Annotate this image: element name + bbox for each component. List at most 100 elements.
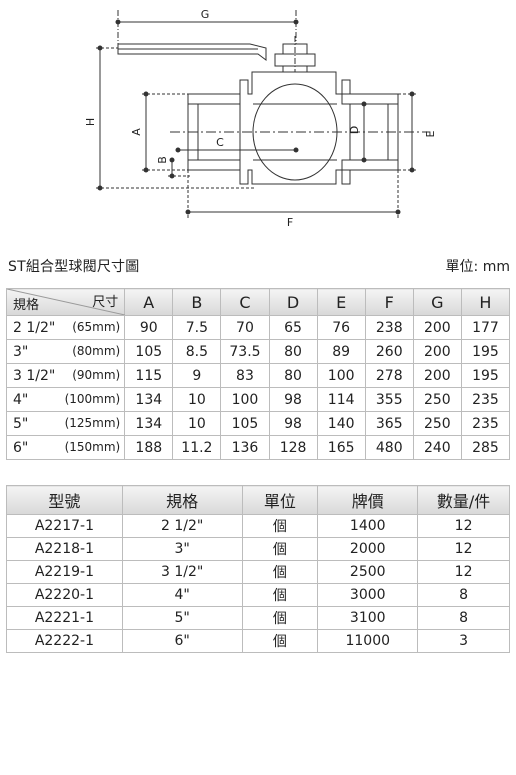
unit-label: 單位: mm <box>445 259 510 275</box>
table-cell: 240 <box>412 435 462 460</box>
unit-cell: 個 <box>241 514 319 538</box>
price-cell: 3100 <box>317 606 419 630</box>
table-cell: 235 <box>460 387 511 412</box>
model-cell: A2221-1 <box>6 606 123 630</box>
dim-label-h: H <box>84 118 97 126</box>
model-price-table: 型號 規格 單位 牌價 數量/件 A2217-1 2 1/2" 個 1400 1… <box>6 485 510 653</box>
spec-cell: 5" <box>121 606 243 630</box>
spec-cell: 3" <box>121 537 243 561</box>
size-inch: 5" <box>13 415 29 432</box>
column-header: 牌價 <box>317 485 419 515</box>
table-cell: 238 <box>364 315 414 340</box>
size-mm: (80mm) <box>72 343 121 358</box>
valve-dimension-diagram: G H A B C D E F <box>84 8 437 229</box>
quantity-cell: 3 <box>417 629 510 653</box>
table-cell: 278 <box>364 363 414 388</box>
table-cell: 235 <box>460 411 511 436</box>
size-cell: 3 1/2" (90mm) <box>5 363 126 388</box>
table-cell: 250 <box>412 387 462 412</box>
table-cell: 260 <box>364 339 414 364</box>
size-cell: 2 1/2"(65mm) <box>5 315 126 340</box>
size-inch: 3" <box>13 343 29 360</box>
table-row: A2217-1 2 1/2" 個 1400 12 <box>6 514 510 538</box>
size-inch: 3 1/2" <box>13 367 56 384</box>
table-row: 5"(125mm) 134 10 105 98 140 365 250 235 <box>5 411 511 436</box>
dimension-table: 尺寸 規格 A B C D E F G H 2 1/2"(65mm) 90 7.… <box>5 288 511 460</box>
dim-label-c: C <box>216 136 224 149</box>
table-cell: 195 <box>460 363 511 388</box>
corner-label-dimension: 尺寸 <box>92 295 119 310</box>
size-mm: (65mm) <box>72 319 121 334</box>
ball-valve-drawing: G H A B C D E F <box>0 0 516 240</box>
quantity-cell: 12 <box>417 514 510 538</box>
spec-cell: 4" <box>121 583 243 607</box>
model-cell: A2220-1 <box>6 583 123 607</box>
table-cell: 365 <box>364 411 414 436</box>
size-mm: (125mm) <box>64 415 121 430</box>
size-cell: 4"(100mm) <box>5 387 126 412</box>
table-cell: 136 <box>220 435 270 460</box>
spec-cell: 6" <box>121 629 243 653</box>
table-cell: 100 <box>316 363 366 388</box>
table-row: A2219-1 3 1/2" 個 2500 12 <box>6 560 510 584</box>
table-cell: 9 <box>172 363 222 388</box>
table-cell: 8.5 <box>172 339 222 364</box>
quantity-cell: 12 <box>417 560 510 584</box>
column-header: E <box>316 288 366 316</box>
column-header: 規格 <box>121 485 243 515</box>
column-header: B <box>172 288 222 316</box>
table-cell: 128 <box>268 435 318 460</box>
price-cell: 11000 <box>317 629 419 653</box>
table-cell: 11.2 <box>172 435 222 460</box>
table-cell: 7.5 <box>172 315 222 340</box>
section-header: ST組合型球閥尺寸圖 單位: mm <box>8 256 510 276</box>
size-inch: 6" <box>13 439 29 456</box>
table-cell: 165 <box>316 435 366 460</box>
size-mm: (150mm) <box>64 439 121 454</box>
dim-label-e: E <box>424 130 437 137</box>
table-cell: 195 <box>460 339 511 364</box>
table-cell: 355 <box>364 387 414 412</box>
unit-cell: 個 <box>241 629 319 653</box>
table-cell: 70 <box>220 315 270 340</box>
table-cell: 76 <box>316 315 366 340</box>
unit-cell: 個 <box>241 606 319 630</box>
price-cell: 1400 <box>317 514 419 538</box>
column-header: D <box>268 288 318 316</box>
table-row: 6"(150mm) 188 11.2 136 128 165 480 240 2… <box>5 435 511 460</box>
table-cell: 188 <box>124 435 174 460</box>
table-cell: 480 <box>364 435 414 460</box>
unit-cell: 個 <box>241 560 319 584</box>
dim-label-f: F <box>287 216 293 229</box>
model-cell: A2218-1 <box>6 537 123 561</box>
column-header: 數量/件 <box>417 485 510 515</box>
price-cell: 2000 <box>317 537 419 561</box>
table-cell: 134 <box>124 411 174 436</box>
table-cell: 100 <box>220 387 270 412</box>
table-row: A2221-1 5" 個 3100 8 <box>6 606 510 630</box>
dim-label-b: B <box>156 156 169 164</box>
table-cell: 65 <box>268 315 318 340</box>
dimension-table-corner: 尺寸 規格 <box>5 288 126 316</box>
quantity-cell: 8 <box>417 606 510 630</box>
table-cell: 105 <box>124 339 174 364</box>
price-cell: 2500 <box>317 560 419 584</box>
unit-cell: 個 <box>241 537 319 561</box>
column-header: 單位 <box>241 485 319 515</box>
price-cell: 3000 <box>317 583 419 607</box>
table-cell: 134 <box>124 387 174 412</box>
table-cell: 10 <box>172 411 222 436</box>
column-header: G <box>412 288 462 316</box>
table-cell: 73.5 <box>220 339 270 364</box>
column-header: 型號 <box>6 485 123 515</box>
table-row: A2220-1 4" 個 3000 8 <box>6 583 510 607</box>
model-table-header: 型號 規格 單位 牌價 數量/件 <box>6 485 510 515</box>
quantity-cell: 8 <box>417 583 510 607</box>
table-row: 3 1/2"(90mm) 115 9 83 80 100 278 200 195 <box>5 363 511 388</box>
dim-label-g: G <box>201 8 210 21</box>
size-mm: (90mm) <box>72 367 121 382</box>
column-header: F <box>364 288 414 316</box>
size-cell: 6" (150mm) <box>5 435 126 460</box>
corner-label-spec: 規格 <box>13 298 40 313</box>
size-cell: 3" (80mm) <box>5 339 126 364</box>
